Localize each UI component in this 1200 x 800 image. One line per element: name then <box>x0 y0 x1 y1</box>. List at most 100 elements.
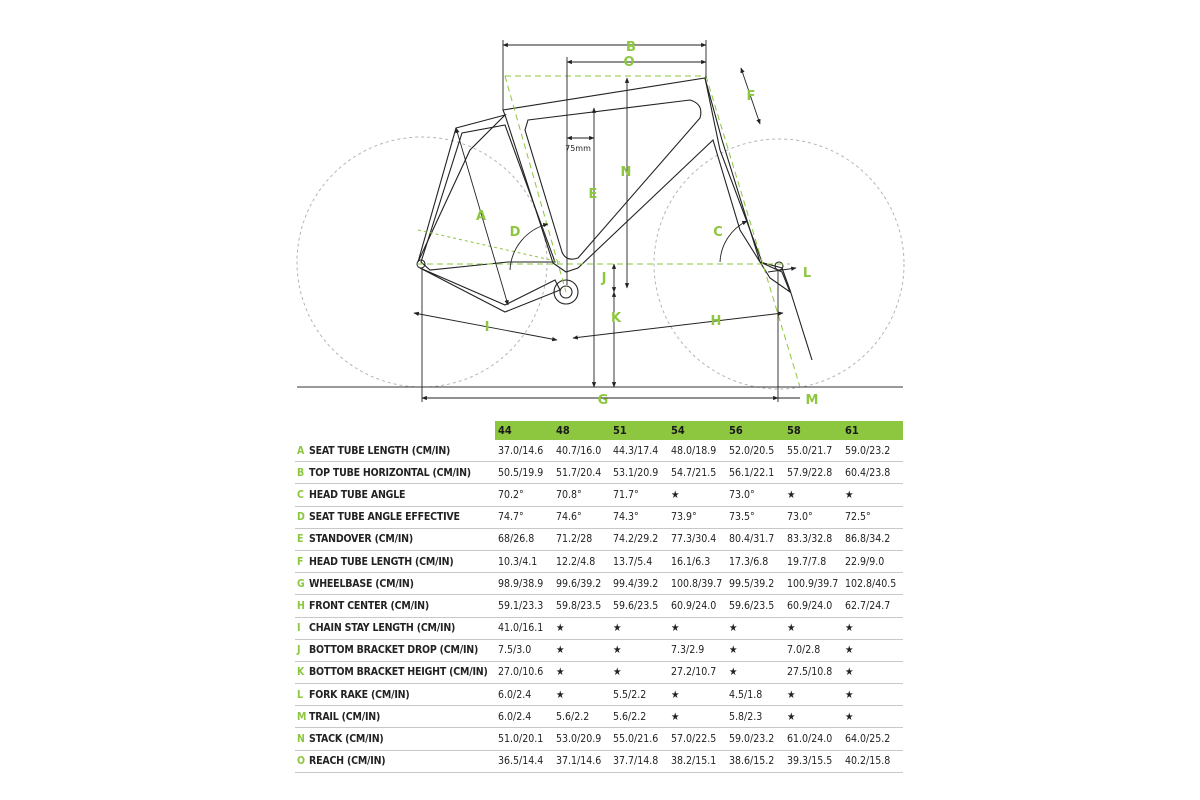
row-key: E <box>297 533 304 546</box>
size-header-58: 58 <box>784 421 842 440</box>
cell-size-54: 100.8/39.7 <box>671 577 723 590</box>
cell-size-48: 71.2/28 <box>556 533 593 546</box>
cell-size-54: 7.3/2.9 <box>671 644 705 657</box>
cell-size-51: 37.7/14.8 <box>613 755 659 768</box>
cell-size-51: 5.5/2.2 <box>613 688 647 701</box>
marker-d: D <box>510 225 521 240</box>
cell-size-44: 41.0/16.1 <box>498 622 544 635</box>
cell-size-56: 73.5° <box>729 511 755 524</box>
cell-size-58: 83.3/32.8 <box>787 533 833 546</box>
cell-size-48: 5.6/2.2 <box>556 710 590 723</box>
cell-size-58: 39.3/15.5 <box>787 755 833 768</box>
cell-size-54: 16.1/6.3 <box>671 555 711 568</box>
cell-size-48: 59.8/23.5 <box>556 599 602 612</box>
cell-size-51: 53.1/20.9 <box>613 466 659 479</box>
cell-size-56: 38.6/15.2 <box>729 755 775 768</box>
cell-size-54: 38.2/15.1 <box>671 755 717 768</box>
cell-size-51: 74.2/29.2 <box>613 533 659 546</box>
marker-c: C <box>713 225 723 240</box>
row-key: J <box>297 644 301 657</box>
row-label: SEAT TUBE ANGLE EFFECTIVE <box>309 511 460 524</box>
frame-geometry-diagram: B O F N E A D C J K L I H G M 75mm <box>296 40 905 408</box>
size-header-56: 56 <box>726 421 784 440</box>
cell-size-56: 73.0° <box>729 488 755 501</box>
row-key: D <box>297 511 305 524</box>
cell-size-44: 37.0/14.6 <box>498 444 544 457</box>
cell-size-58: 19.7/7.8 <box>787 555 827 568</box>
cell-size-48: ★ <box>556 644 565 657</box>
cell-size-51: 13.7/5.4 <box>613 555 653 568</box>
row-key: C <box>297 488 304 501</box>
cell-size-44: 36.5/14.4 <box>498 755 544 768</box>
cell-size-58: 55.0/21.7 <box>787 444 833 457</box>
cell-size-56: ★ <box>729 644 738 657</box>
row-key: O <box>297 755 306 768</box>
cell-size-61: 64.0/25.2 <box>845 733 891 746</box>
cell-size-58: 61.0/24.0 <box>787 733 833 746</box>
cell-size-58: ★ <box>787 622 796 635</box>
marker-n: N <box>621 165 632 180</box>
row-label: BOTTOM BRACKET DROP (CM/IN) <box>309 644 479 657</box>
row-key: K <box>297 666 305 679</box>
cell-size-54: 57.0/22.5 <box>671 733 717 746</box>
cell-size-61: ★ <box>845 488 854 501</box>
cell-size-51: 59.6/23.5 <box>613 599 659 612</box>
cell-size-44: 7.5/3.0 <box>498 644 532 657</box>
cell-size-54: 77.3/30.4 <box>671 533 717 546</box>
cell-size-56: 99.5/39.2 <box>729 577 775 590</box>
cell-size-54: ★ <box>671 622 680 635</box>
cell-size-51: 99.4/39.2 <box>613 577 659 590</box>
cell-size-56: 80.4/31.7 <box>729 533 775 546</box>
row-label: TRAIL (CM/IN) <box>309 710 381 723</box>
marker-i: I <box>485 320 490 335</box>
row-key: N <box>297 733 305 746</box>
row-key: I <box>297 622 301 635</box>
cell-size-51: 74.3° <box>613 511 639 524</box>
cell-size-58: 27.5/10.8 <box>787 666 833 679</box>
cell-size-61: 102.8/40.5 <box>845 577 897 590</box>
cell-size-48: 74.6° <box>556 511 582 524</box>
row-key: M <box>297 710 307 723</box>
cell-size-54: 60.9/24.0 <box>671 599 717 612</box>
cell-size-56: 59.6/23.5 <box>729 599 775 612</box>
cell-size-48: 53.0/20.9 <box>556 733 602 746</box>
cell-size-48: 37.1/14.6 <box>556 755 602 768</box>
cell-size-48: 51.7/20.4 <box>556 466 602 479</box>
cell-size-58: 100.9/39.7 <box>787 577 839 590</box>
row-key: L <box>297 688 304 701</box>
cell-size-44: 50.5/19.9 <box>498 466 544 479</box>
marker-e: E <box>589 187 598 202</box>
row-label: FRONT CENTER (CM/IN) <box>309 599 429 612</box>
cell-size-44: 10.3/4.1 <box>498 555 538 568</box>
front-wheel <box>653 138 905 390</box>
cell-size-61: 59.0/23.2 <box>845 444 891 457</box>
cell-size-54: ★ <box>671 710 680 723</box>
marker-f: F <box>747 89 756 104</box>
seat-setback-note: 75mm <box>565 144 591 153</box>
cell-size-56: 17.3/6.8 <box>729 555 769 568</box>
marker-l: L <box>803 266 811 281</box>
cell-size-61: ★ <box>845 666 854 679</box>
row-label: STACK (CM/IN) <box>309 733 384 746</box>
cell-size-48: 12.2/4.8 <box>556 555 596 568</box>
row-label: TOP TUBE HORIZONTAL (CM/IN) <box>309 466 471 479</box>
cell-size-51: 71.7° <box>613 488 639 501</box>
marker-o: O <box>623 55 634 70</box>
cell-size-54: 54.7/21.5 <box>671 466 717 479</box>
cell-size-48: 99.6/39.2 <box>556 577 602 590</box>
cell-size-48: 40.7/16.0 <box>556 444 602 457</box>
cell-size-61: ★ <box>845 622 854 635</box>
cell-size-54: 27.2/10.7 <box>671 666 717 679</box>
geometry-row-j: J BOTTOM BRACKET DROP (CM/IN) 7.5/3.0 ★ ★ 7.3… <box>295 639 903 662</box>
